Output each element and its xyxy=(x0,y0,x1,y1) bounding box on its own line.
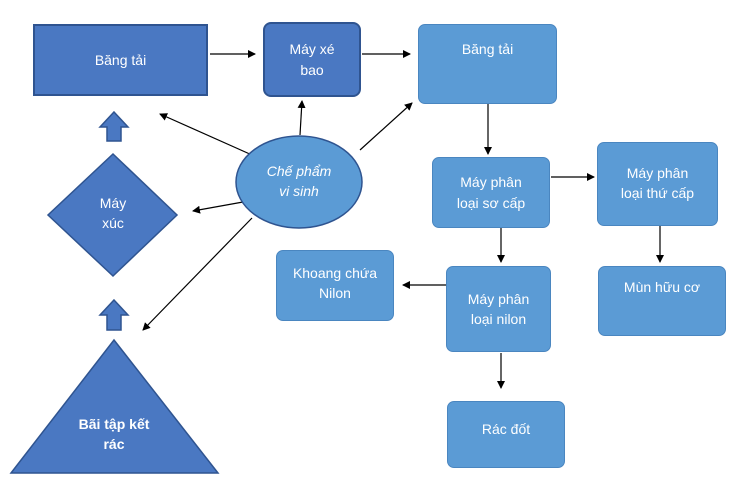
may-xuc-label: Máy xúc xyxy=(99,195,127,232)
arrow-chepham-to-bangtai2 xyxy=(359,102,413,151)
node-mun-huu-co: Mùn hữu cơ xyxy=(598,266,726,336)
node-rac-dot: Rác đốt xyxy=(447,401,565,468)
block-arrow-up-icon xyxy=(98,110,130,142)
node-bang-tai-1-label: Băng tải xyxy=(94,51,147,68)
node-may-phan-loai-nilon: Máy phân loại nilon xyxy=(446,266,551,352)
arrow-chepham-to-bangtai1 xyxy=(159,113,253,156)
node-may-phan-loai-so-cap: Máy phân loại sơ cấp xyxy=(432,157,550,228)
node-may-xe-bao: Máy xé bao xyxy=(263,22,361,97)
node-may-phan-loai-thu-cap: Máy phân loại thứ cấp xyxy=(597,142,718,226)
arrow-chepham-to-baitapket xyxy=(142,217,253,331)
node-khoang-chua-nilon: Khoang chứa Nilon xyxy=(276,250,394,321)
arrow-chepham-to-mayxebao xyxy=(297,100,306,136)
bai-tap-ket-label: Bãi tập kết rác xyxy=(78,416,150,453)
node-mun-huu-co-label: Mùn hữu cơ xyxy=(623,279,701,295)
node-bang-tai-2-label: Băng tải xyxy=(461,41,514,57)
node-may-phan-loai-so-cap-label: Máy phân loại sơ cấp xyxy=(456,174,526,211)
node-bang-tai-1: Băng tải xyxy=(33,24,208,96)
node-bang-tai-2: Băng tải xyxy=(418,24,557,104)
node-may-phan-loai-nilon-label: Máy phân loại nilon xyxy=(467,290,530,327)
node-may-phan-loai-thu-cap-label: Máy phân loại thứ cấp xyxy=(620,165,695,202)
che-pham-label: Chế phẩm vi sinh xyxy=(266,163,332,200)
node-rac-dot-label: Rác đốt xyxy=(481,421,531,437)
node-khoang-chua-nilon-label: Khoang chứa Nilon xyxy=(292,265,378,302)
arrow-chepham-to-mayxuc xyxy=(192,201,244,214)
block-arrow-up-icon xyxy=(98,298,130,331)
node-may-xe-bao-label: Máy xé bao xyxy=(289,41,335,78)
